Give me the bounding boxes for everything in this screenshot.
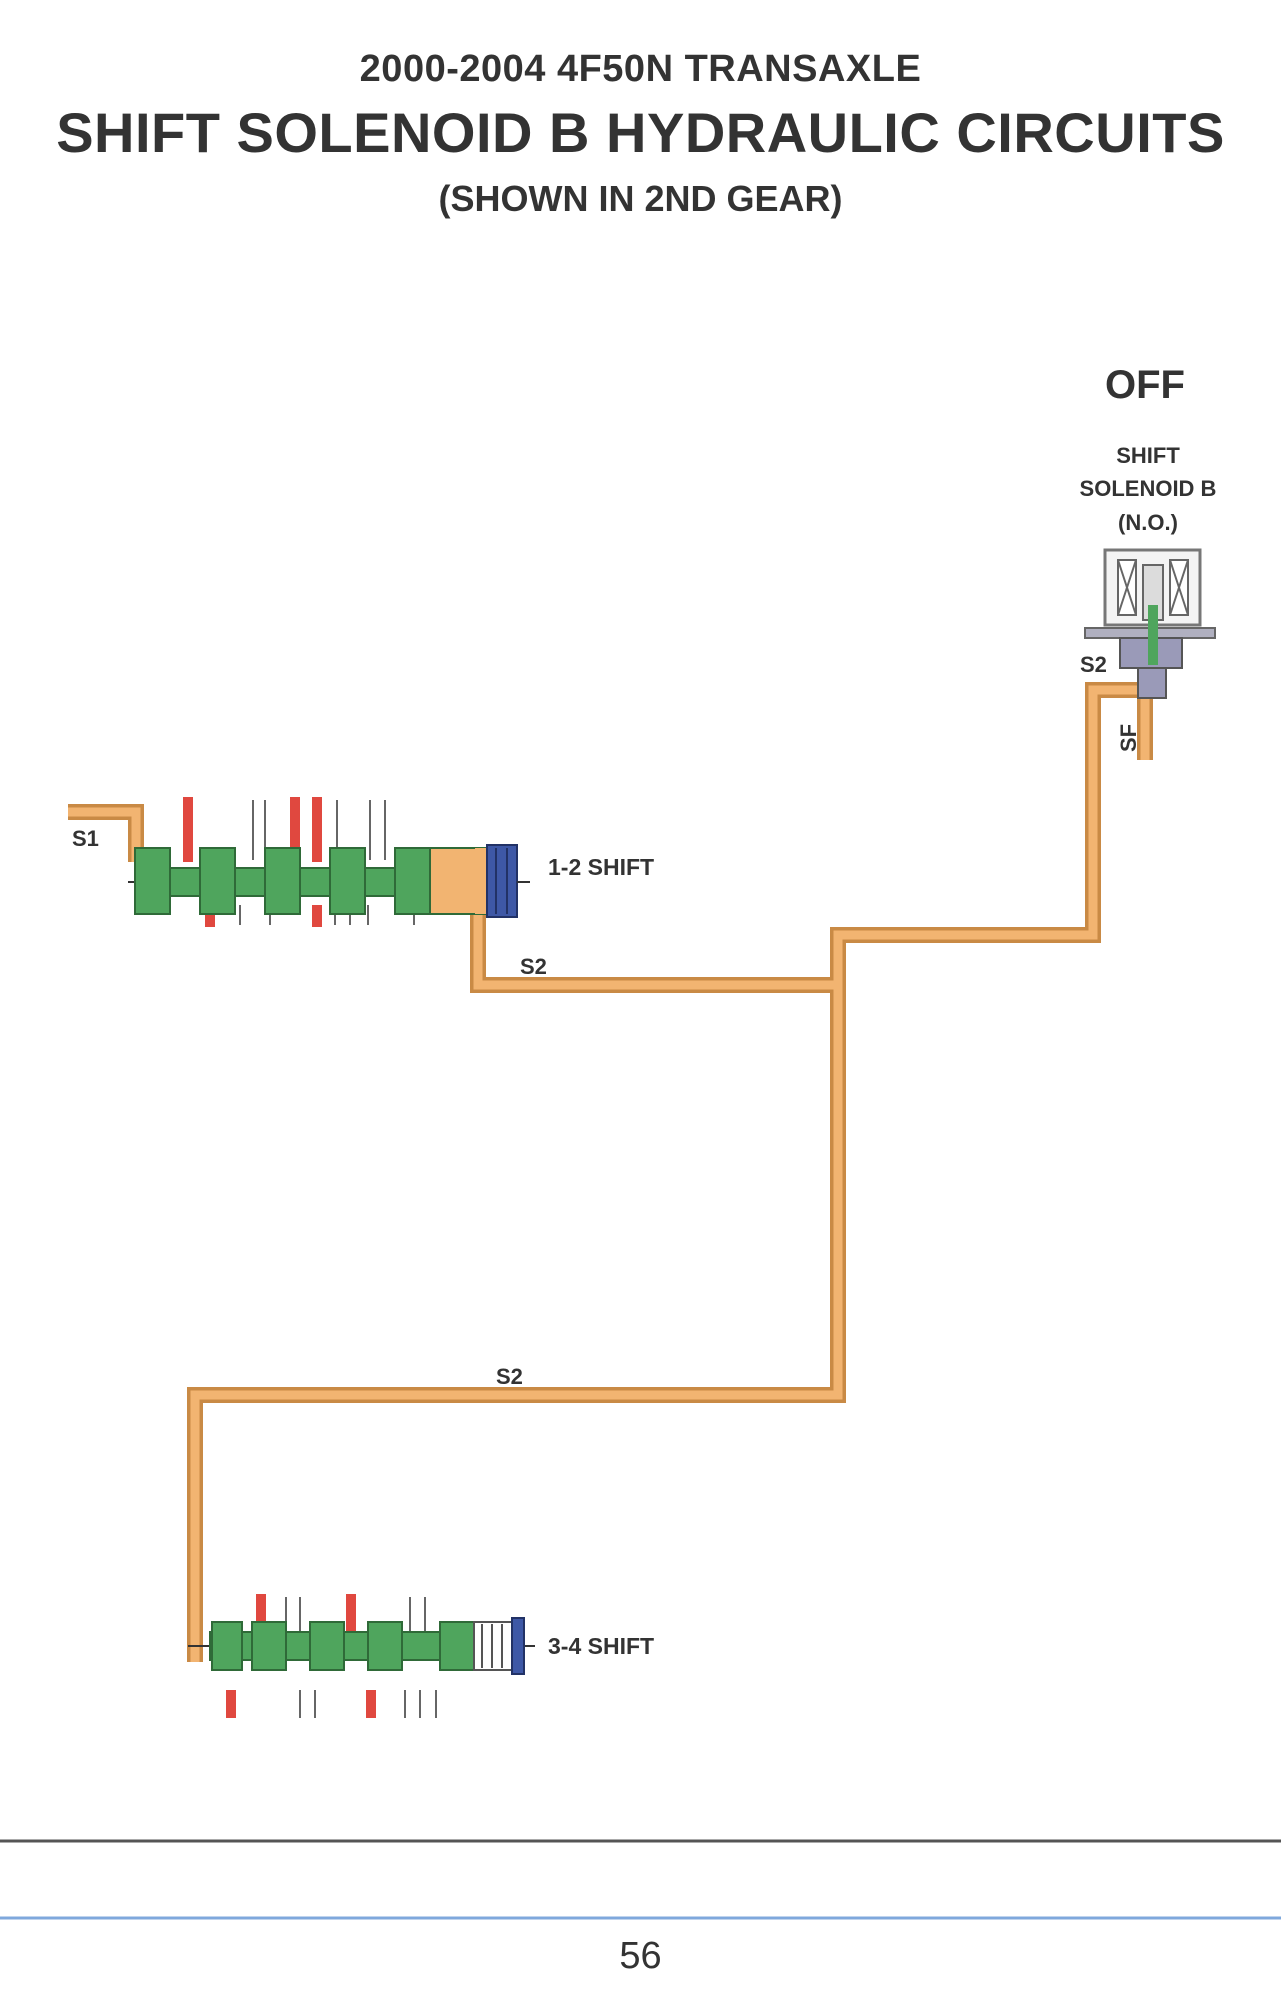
valve-1-2-shift [128,797,530,927]
page-title: SHIFT SOLENOID B HYDRAULIC CIRCUITS [56,101,1225,164]
solenoid-name-line3: (N.O.) [1118,510,1178,535]
shift-solenoid-b [1084,548,1216,699]
solenoid-name-line2: SOLENOID B [1080,476,1217,501]
page-number: 56 [619,1935,662,1977]
s2-solenoid-label: S2 [1080,652,1107,677]
sf-label: SF [1116,724,1141,752]
solenoid-state-label: OFF [1105,363,1185,407]
valve-3-4-shift-label: 3-4 SHIFT [548,1633,654,1659]
valve-3-4-shift [188,1594,535,1718]
s2-passage [187,682,1153,1662]
s1-label: S1 [72,826,99,851]
solenoid-name-line1: SHIFT [1116,443,1180,468]
s1-passage [68,804,144,862]
s2-upper-label: S2 [520,954,547,979]
valve-1-2-shift-label: 1-2 SHIFT [548,854,654,880]
model-line: 2000-2004 4F50N TRANSAXLE [359,48,922,90]
page-subtitle: (SHOWN IN 2ND GEAR) [438,178,843,219]
s2-lower-label: S2 [496,1364,523,1389]
